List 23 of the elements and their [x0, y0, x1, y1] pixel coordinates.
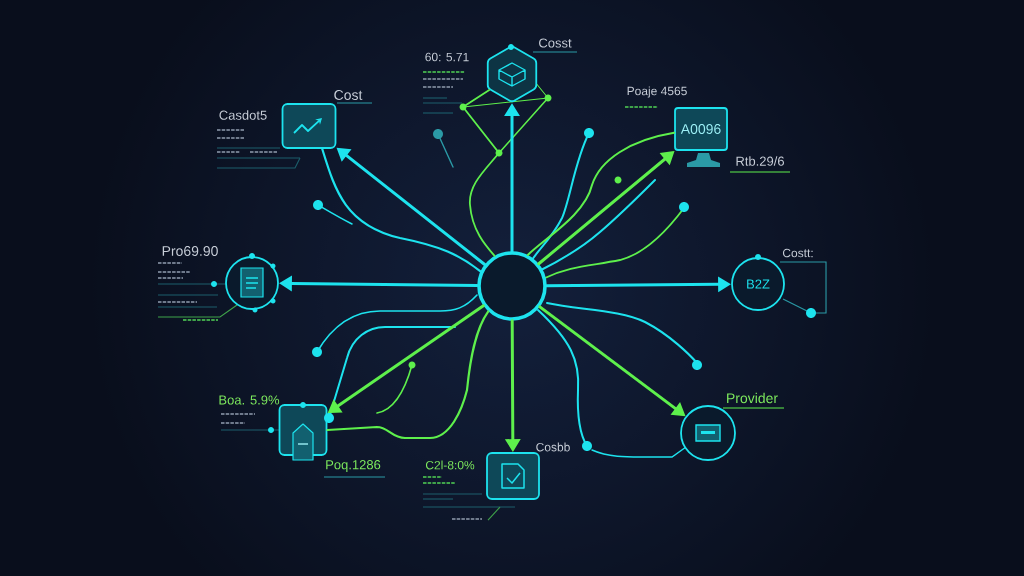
- icon-box: [281, 103, 337, 149]
- hexagon-node: [486, 46, 538, 103]
- node-label: Poaje 4565: [627, 86, 687, 98]
- node-label: Boa. 5.9%: [219, 395, 280, 405]
- node-label: 60: 5.71: [425, 52, 469, 62]
- circle-node: B2Z: [731, 257, 785, 311]
- node-label: Cosst: [539, 38, 572, 48]
- display-box: A0096: [674, 107, 728, 151]
- connector-line: [526, 131, 676, 256]
- node-label: Cost: [334, 90, 363, 100]
- node-label: Costt:: [782, 248, 813, 258]
- icon-box: [486, 452, 540, 500]
- node-label: C2l-8:0%: [425, 460, 475, 470]
- hub-circle: [477, 251, 547, 321]
- node-label: Rtb.29/6: [736, 156, 784, 166]
- node-label: Poq.1286: [326, 460, 381, 472]
- node-label: Casdot5: [219, 110, 267, 120]
- connector-line: [326, 310, 490, 440]
- node-label: Provider: [727, 392, 778, 404]
- connector-line: [462, 89, 500, 257]
- node-label: Cosbb: [536, 442, 570, 452]
- node-label: Pro69.90: [162, 246, 218, 256]
- connector-line: [321, 147, 482, 273]
